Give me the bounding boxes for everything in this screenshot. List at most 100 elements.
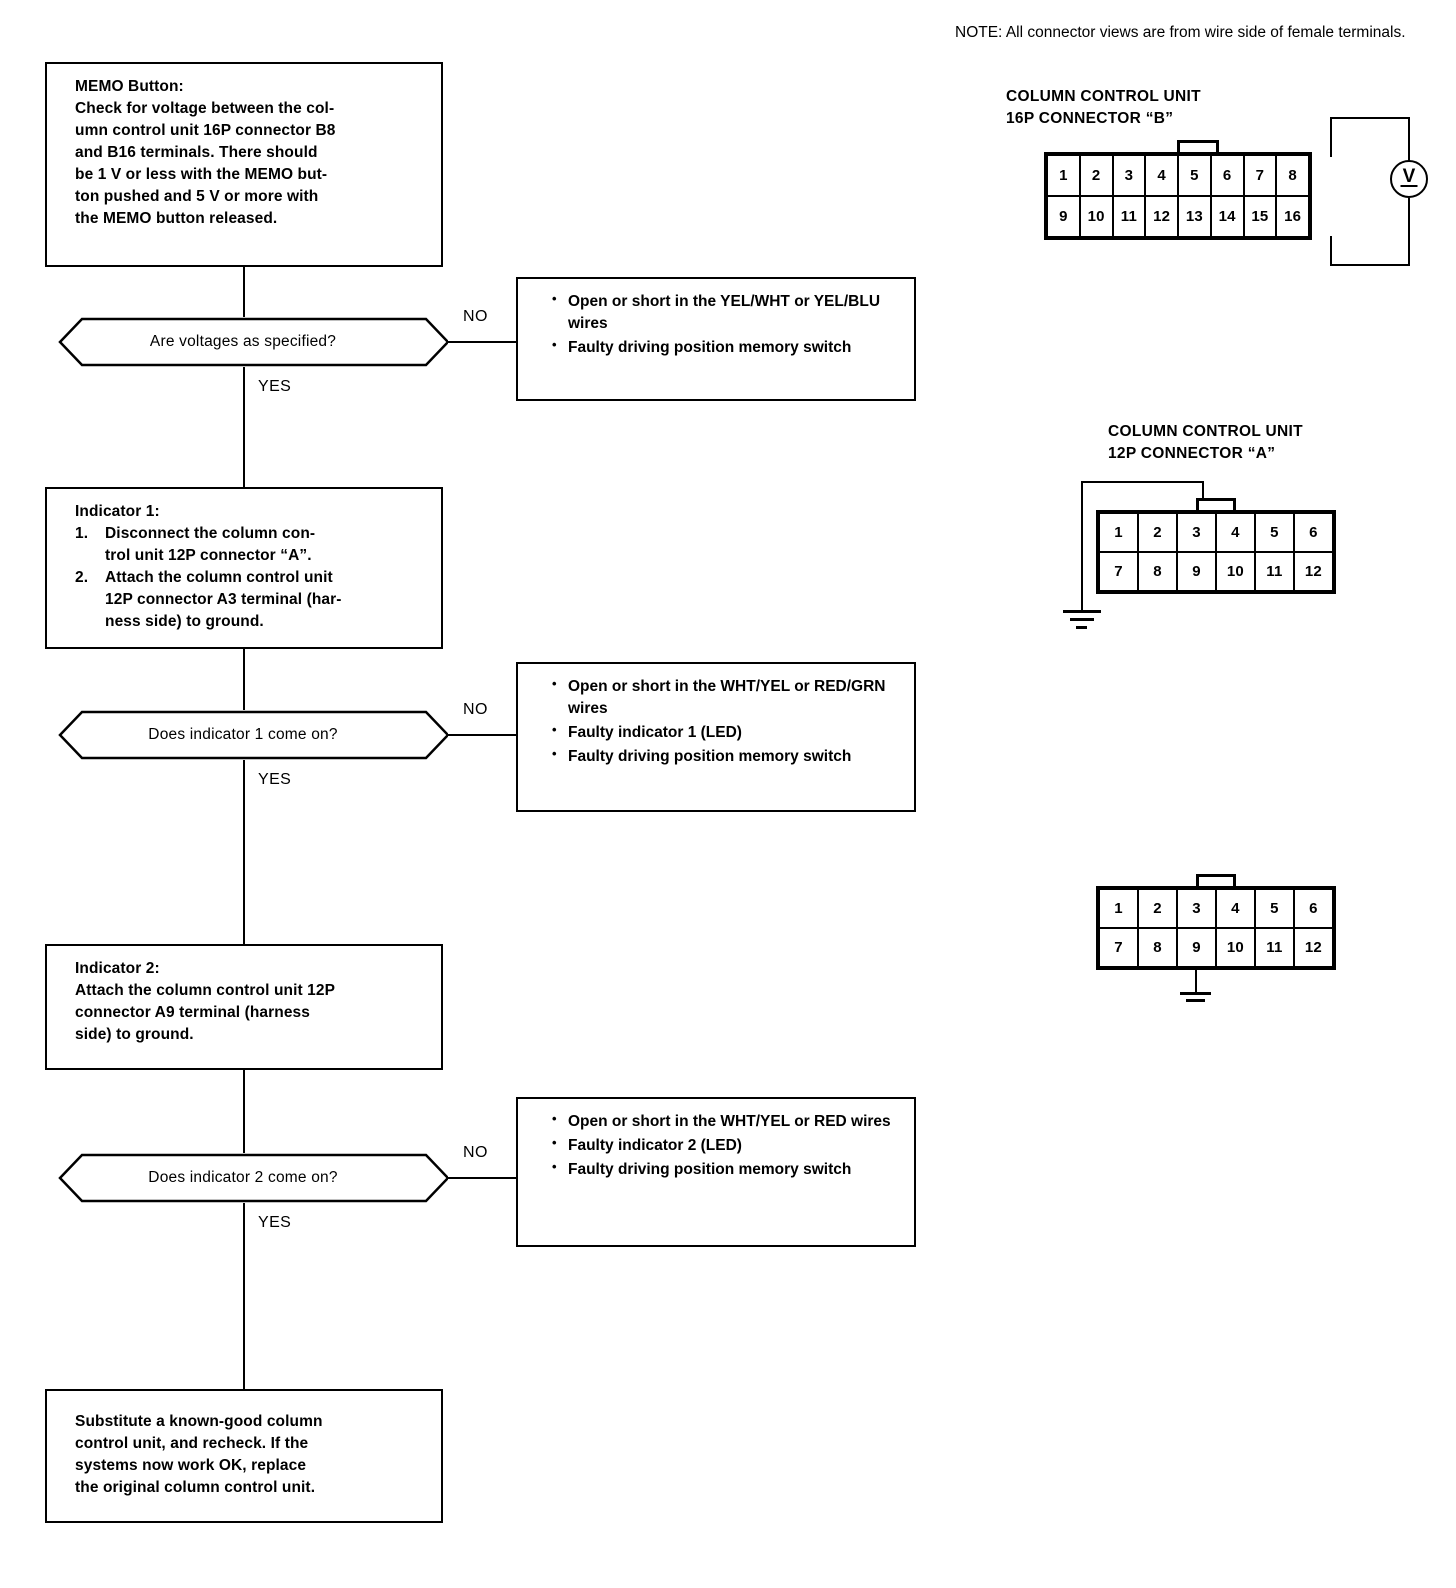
pin-cell: 10 <box>1215 552 1255 591</box>
voltmeter-wire-bottom-vertical <box>1330 236 1332 266</box>
process-box-substitute: Substitute a known-good column control u… <box>45 1389 443 1523</box>
pin-cell: 1 <box>1099 889 1138 928</box>
ground-wire-horizontal <box>1081 481 1204 483</box>
flow-connector-line <box>243 649 245 710</box>
edge-label-no: NO <box>463 701 488 718</box>
pin-cell: 6 <box>1293 889 1333 928</box>
ground-wire-vertical-to-ground <box>1081 481 1083 611</box>
connector-16p-b-title-line2: 16P CONNECTOR “B” <box>1006 110 1174 127</box>
connector-16p-b-latch-tab <box>1177 140 1219 152</box>
connector-12p-a-second-latch-tab <box>1196 874 1236 886</box>
process-line: trol unit 12P connector “A”. <box>105 547 312 564</box>
process-line: Attach the column control unit <box>105 569 333 586</box>
result-bullet: Faulty driving position memory switch <box>552 336 902 359</box>
process-title: Indicator 2: <box>75 960 160 977</box>
edge-label-yes: YES <box>258 771 292 788</box>
connector-16p-b-title-line1: COLUMN CONTROL UNIT <box>1006 88 1201 105</box>
pin-cell: 15 <box>1243 196 1277 237</box>
result-bullet: Faulty indicator 1 (LED) <box>552 721 902 744</box>
connector-12p-a-second-pin-grid: 1 2 3 4 5 6 7 8 9 10 11 12 <box>1096 886 1336 970</box>
process-line: the MEMO button released. <box>75 210 278 227</box>
decision-label: Are voltages as specified? <box>149 333 337 350</box>
pin-cell: 8 <box>1137 552 1177 591</box>
process-box-memo-button: MEMO Button: Check for voltage between t… <box>45 62 443 267</box>
edge-label-no: NO <box>463 308 488 325</box>
pin-cell: 8 <box>1276 155 1309 196</box>
pin-cell: 3 <box>1112 155 1146 196</box>
connector-pin-row: 1 2 3 4 5 6 <box>1099 513 1333 552</box>
result-box-indicator-1: Open or short in the WHT/YEL or RED/GRN … <box>516 662 916 812</box>
result-bullet: Open or short in the WHT/YEL or RED wire… <box>552 1110 902 1133</box>
decision-label: Does indicator 2 come on? <box>148 1169 338 1186</box>
pin-cell: 11 <box>1254 928 1294 967</box>
ground-wire-from-pin9 <box>1195 968 1197 993</box>
pin-cell: 13 <box>1178 196 1211 237</box>
result-bullet: Open or short in the YEL/WHT or YEL/BLU … <box>552 290 902 335</box>
process-line: control unit, and recheck. If the <box>75 1435 309 1452</box>
pin-cell: 10 <box>1079 196 1113 237</box>
ground-wire-vertical-from-pin3 <box>1202 481 1204 510</box>
pin-cell: 7 <box>1243 155 1277 196</box>
item-number: 2. <box>75 569 89 586</box>
process-line: Check for voltage between the col- <box>75 100 335 117</box>
pin-cell: 2 <box>1137 889 1177 928</box>
pin-cell: 12 <box>1145 196 1178 237</box>
pin-cell: 12 <box>1293 928 1333 967</box>
pin-cell: 4 <box>1215 513 1255 552</box>
pin-cell: 7 <box>1099 552 1138 591</box>
result-box-indicator-2: Open or short in the WHT/YEL or RED wire… <box>516 1097 916 1247</box>
connector-12p-a-latch-tab <box>1196 498 1236 510</box>
process-numbered-item: 2. Attach the column control unit 12P co… <box>75 567 427 633</box>
voltmeter-icon: V <box>1390 160 1428 198</box>
pin-cell: 8 <box>1137 928 1177 967</box>
process-line: 12P connector A3 terminal (har- <box>105 591 342 608</box>
connector-12p-a-pin-grid: 1 2 3 4 5 6 7 8 9 10 11 12 <box>1096 510 1336 594</box>
connector-16p-b-pin-grid: 1 2 3 4 5 6 7 8 9 10 11 12 13 14 15 16 <box>1044 152 1312 240</box>
item-number: 1. <box>75 525 89 542</box>
decision-label: Does indicator 1 come on? <box>148 726 338 743</box>
process-line: ness side) to ground. <box>105 613 264 630</box>
pin-cell: 11 <box>1254 552 1294 591</box>
voltmeter-wire-right-lower <box>1408 198 1410 266</box>
result-bullet: Faulty indicator 2 (LED) <box>552 1134 902 1157</box>
process-line: systems now work OK, replace <box>75 1457 307 1474</box>
result-box-voltages: Open or short in the YEL/WHT or YEL/BLU … <box>516 277 916 401</box>
pin-cell: 9 <box>1176 928 1216 967</box>
edge-label-yes: YES <box>258 1214 292 1231</box>
decision-indicator-2-on: Does indicator 2 come on? <box>38 1153 448 1203</box>
flow-connector-line <box>448 1177 516 1179</box>
voltmeter-wire-right-upper <box>1408 117 1410 162</box>
pin-cell: 9 <box>1176 552 1216 591</box>
voltmeter-wire-bottom-horizontal <box>1330 264 1410 266</box>
flow-connector-line <box>448 341 516 343</box>
voltmeter-wire-top-vertical <box>1330 117 1332 157</box>
pin-cell: 1 <box>1047 155 1080 196</box>
process-line: umn control unit 16P connector B8 <box>75 122 336 139</box>
ground-symbol-bar-3 <box>1076 626 1087 629</box>
flow-connector-line <box>243 1203 245 1389</box>
pin-cell: 16 <box>1276 196 1309 237</box>
edge-label-yes: YES <box>258 378 292 395</box>
process-line: the original column control unit. <box>75 1479 316 1496</box>
process-line: connector A9 terminal (harness <box>75 1004 310 1021</box>
process-line: and B16 terminals. There should <box>75 144 318 161</box>
pin-cell: 6 <box>1293 513 1333 552</box>
pin-cell: 7 <box>1099 928 1138 967</box>
process-line: be 1 V or less with the MEMO but- <box>75 166 328 183</box>
ground-symbol-bar-1 <box>1063 610 1101 613</box>
pin-cell: 5 <box>1254 889 1294 928</box>
pin-cell: 6 <box>1210 155 1244 196</box>
pin-cell: 1 <box>1099 513 1138 552</box>
connector-pin-row: 9 10 11 12 13 14 15 16 <box>1047 196 1309 237</box>
result-bullet: Faulty driving position memory switch <box>552 745 902 768</box>
pin-cell: 14 <box>1210 196 1244 237</box>
connector-12p-a-title-line2: 12P CONNECTOR “A” <box>1108 445 1276 462</box>
pin-cell: 3 <box>1176 513 1216 552</box>
pin-cell: 2 <box>1137 513 1177 552</box>
process-line: ton pushed and 5 V or more with <box>75 188 319 205</box>
result-bullet: Open or short in the WHT/YEL or RED/GRN … <box>552 675 902 720</box>
process-numbered-item: 1. Disconnect the column con- trol unit … <box>75 523 427 567</box>
connector-view-note: NOTE: All connector views are from wire … <box>955 24 1406 41</box>
process-line: side) to ground. <box>75 1026 194 1043</box>
result-bullet: Faulty driving position memory switch <box>552 1158 902 1181</box>
